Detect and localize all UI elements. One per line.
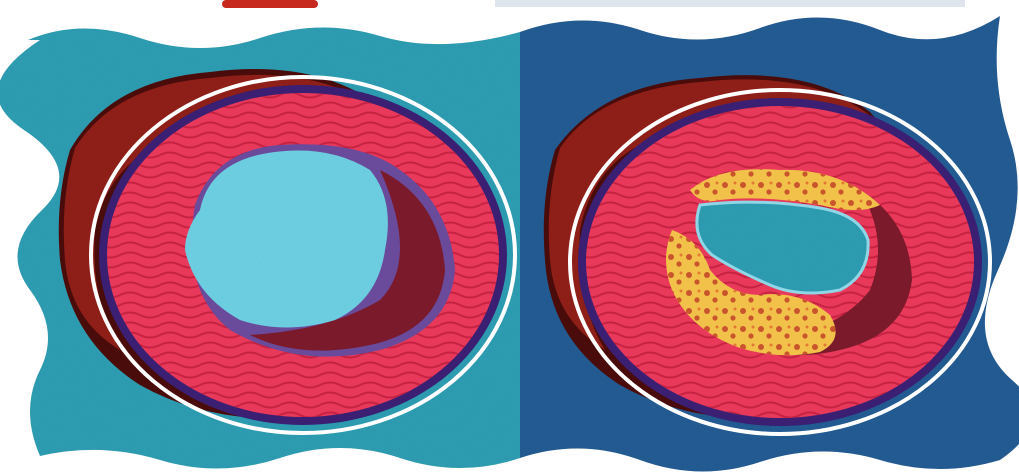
healthy-artery-panel: [0, 27, 520, 468]
plaque-artery-panel: [520, 16, 1019, 472]
top-red-chip: [222, 0, 318, 8]
top-gray-chip: [495, 0, 965, 7]
